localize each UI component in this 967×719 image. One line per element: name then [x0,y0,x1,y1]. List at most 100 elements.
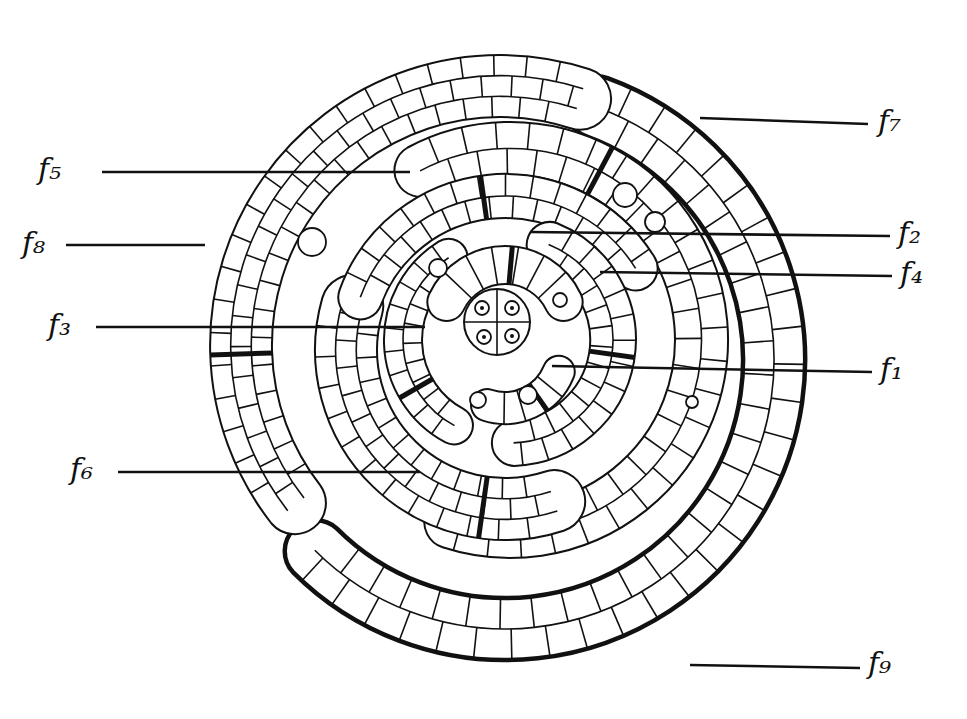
cell-wall [613,339,636,341]
cell-wall [315,355,336,357]
cell-wall [357,333,378,335]
cell-wall [436,622,443,652]
cell-wall [342,390,362,396]
cell-wall [361,248,379,261]
cell-wall [675,338,701,340]
cell-wall [743,373,774,375]
cell-wall [395,75,402,94]
cell-wall [525,56,527,77]
cell-wall [432,418,443,433]
cell-wall [481,76,482,97]
cell-wall [247,431,266,438]
cell-wall [738,307,768,313]
cell-wall [590,346,613,348]
cell-wall [664,160,685,183]
leaf-label: f₃ [48,308,71,342]
cell-wall [766,288,796,295]
cell-wall [465,201,471,222]
cell-wall [309,126,323,142]
cell-wall [675,229,698,242]
cell-wall [640,139,658,165]
cell-wall [701,155,724,176]
cell-wall [667,534,688,557]
cell-wall [365,88,375,106]
cell-wall [593,401,612,415]
cell-wall [235,455,254,463]
cell-wall [414,262,428,275]
cell-wall [561,591,568,621]
cavity [298,228,326,256]
cavity [645,212,665,232]
cell-wall [357,357,378,358]
cell-wall [461,127,467,153]
cell-wall [719,524,744,543]
cell-wall [561,429,572,449]
cell-wall [742,341,773,343]
cell-wall [477,151,482,177]
cell-wall [506,149,508,175]
leaf-label: f₈ [22,226,45,260]
cell-wall [535,496,539,516]
cell-wall [256,390,276,394]
cell-wall [363,113,374,131]
cell-wall [435,105,440,125]
cell-wall [252,364,273,366]
cell-wall [579,247,594,264]
cell-wall [274,199,291,210]
cell-wall [764,432,794,440]
cell-wall [337,366,358,368]
cell-wall [509,499,511,520]
cavity [613,183,637,207]
cell-wall [527,518,530,538]
cell-wall [403,342,422,344]
cell-wall [644,436,666,451]
cell-wall [401,208,414,226]
cell-wall [585,487,597,511]
cell-wall [612,156,626,178]
cell-wall [251,336,272,338]
cell-wall [314,180,329,194]
cell-wall [701,327,727,329]
cell-wall [649,106,666,132]
cell-wall [251,483,269,494]
cell-wall [332,580,350,605]
cavity [470,392,486,408]
cell-wall [489,197,491,219]
cell-wall [401,237,416,253]
cell-wall [657,414,681,426]
cell-wall [590,582,601,611]
cell-wall [232,235,251,243]
leader-line [96,326,425,329]
cell-wall [424,388,439,400]
cell-wall [260,457,278,466]
cell-wall [533,200,538,221]
cell-wall [450,183,457,204]
cell-wall [429,138,439,163]
cell-wall [701,359,727,362]
leader-line [66,244,205,247]
cell-wall [704,212,730,229]
nucleus [475,301,489,315]
cell-wall [384,255,401,269]
leader-line [102,171,410,174]
cell-wall [463,99,466,119]
cell-wall [264,176,281,188]
cell-wall [756,252,785,263]
cell-wall [455,492,461,512]
cell-wall [576,194,586,213]
cell-wall [431,461,441,479]
cell-wall [611,607,623,635]
cell-wall [210,332,231,334]
cell-wall [246,204,264,214]
cell-wall [364,598,379,625]
cell-wall [269,253,288,261]
cell-wall [631,488,648,509]
leaf-label: f₄ [900,256,923,290]
cell-wall [467,516,471,536]
cell-wall [258,226,277,235]
cell-wall [510,76,513,97]
cell-wall [274,440,293,449]
leaf-bands [210,55,805,660]
cell-wall [685,185,708,205]
